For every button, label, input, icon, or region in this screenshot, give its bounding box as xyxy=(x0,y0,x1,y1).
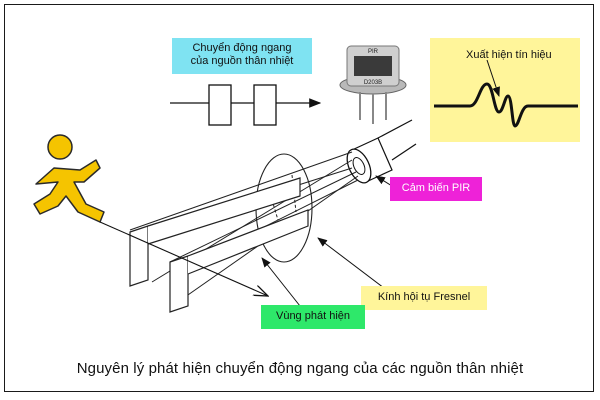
running-person-icon xyxy=(33,134,105,223)
pir-sensor-label: Cảm biến PIR xyxy=(390,177,482,201)
signal-waveform-icon xyxy=(434,59,578,128)
fresnel-lens-label: Kính hội tụ Fresnel xyxy=(361,286,487,310)
motion-label-line2: của nguồn thân nhiệt xyxy=(190,55,294,67)
detection-zone-blocks xyxy=(129,177,309,313)
pir-sensor-chip-icon: PIR D203B xyxy=(339,45,407,124)
motion-label-line1: Chuyển động ngang xyxy=(192,42,292,54)
leader-lines xyxy=(261,175,393,307)
motion-label: Chuyển động ngang của nguồn thân nhiệt xyxy=(172,38,312,74)
motion-path-arrow xyxy=(99,221,268,296)
sensor-cylinder xyxy=(346,119,417,184)
signal-label: Xuất hiện tín hiệu xyxy=(466,49,552,61)
diagram-caption: Nguyên lý phát hiện chuyển động ngang củ… xyxy=(76,360,524,377)
fresnel-lens xyxy=(255,153,313,263)
motion-arrow xyxy=(170,84,322,126)
chip-top-label: PIR xyxy=(368,49,379,55)
detection-zone-label: Vùng phát hiện xyxy=(261,305,365,329)
chip-model-label: D203B xyxy=(364,80,382,86)
signal-panel xyxy=(430,38,580,142)
